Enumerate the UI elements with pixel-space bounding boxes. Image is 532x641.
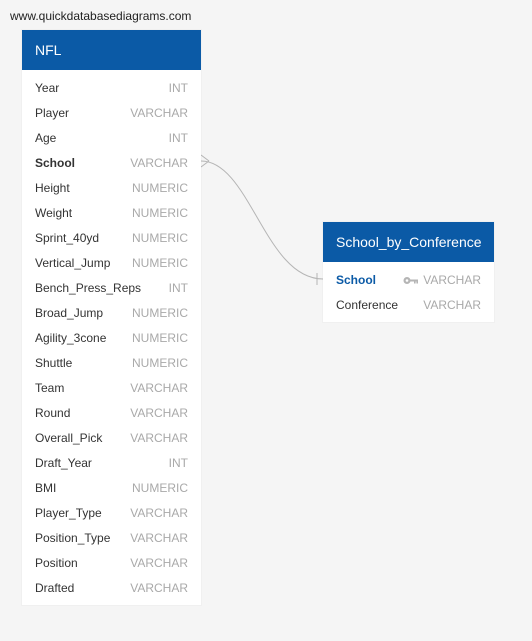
field-name: Year	[35, 81, 60, 95]
field-name: Agility_3cone	[35, 331, 107, 345]
field-name: School	[336, 273, 377, 287]
field-name: BMI	[35, 481, 57, 495]
field-row-player-type[interactable]: Player_Type VARCHAR	[22, 501, 201, 526]
field-name: Player	[35, 106, 70, 120]
field-type: VARCHAR	[130, 381, 188, 395]
field-name: Broad_Jump	[35, 306, 104, 320]
table-header[interactable]: School_by_Conference	[323, 222, 494, 262]
field-name: Draft_Year	[35, 456, 92, 470]
field-row-vertical-jump[interactable]: Vertical_Jump NUMERIC	[22, 251, 201, 276]
field-name: Player_Type	[35, 506, 102, 520]
watermark: www.quickdatabasediagrams.com	[10, 9, 192, 23]
field-type: VARCHAR	[130, 556, 188, 570]
field-name: Bench_Press_Reps	[35, 281, 142, 295]
field-type: INT	[168, 281, 188, 295]
field-type: VARCHAR	[423, 273, 481, 287]
field-row-weight[interactable]: Weight NUMERIC	[22, 201, 201, 226]
field-type: VARCHAR	[130, 431, 188, 445]
field-type: NUMERIC	[132, 306, 188, 320]
field-row-player[interactable]: Player VARCHAR	[22, 101, 201, 126]
field-type: NUMERIC	[132, 356, 188, 370]
field-name: Position	[35, 556, 78, 570]
field-type: VARCHAR	[130, 106, 188, 120]
field-type: NUMERIC	[132, 481, 188, 495]
field-name: School	[35, 156, 76, 170]
field-name: Sprint_40yd	[35, 231, 100, 245]
field-name: Round	[35, 406, 71, 420]
field-name: Position_Type	[35, 531, 111, 545]
field-name: Overall_Pick	[35, 431, 103, 445]
field-type: INT	[168, 81, 188, 95]
field-row-shuttle[interactable]: Shuttle NUMERIC	[22, 351, 201, 376]
field-type: NUMERIC	[132, 256, 188, 270]
field-name: Team	[35, 381, 65, 395]
field-row-bmi[interactable]: BMI NUMERIC	[22, 476, 201, 501]
crows-foot-bottom	[200, 160, 210, 168]
field-type: VARCHAR	[130, 531, 188, 545]
field-type: VARCHAR	[130, 506, 188, 520]
field-row-age[interactable]: Age INT	[22, 126, 201, 151]
field-row-broad-jump[interactable]: Broad_Jump NUMERIC	[22, 301, 201, 326]
field-row-draft-year[interactable]: Draft_Year INT	[22, 451, 201, 476]
field-name: Drafted	[35, 581, 75, 595]
field-row-team[interactable]: Team VARCHAR	[22, 376, 201, 401]
field-row-height[interactable]: Height NUMERIC	[22, 176, 201, 201]
field-row-school[interactable]: School VARCHAR	[22, 151, 201, 176]
field-row-school[interactable]: School VARCHAR	[323, 268, 494, 293]
crows-foot-top	[200, 154, 210, 162]
field-row-sprint-40yd[interactable]: Sprint_40yd NUMERIC	[22, 226, 201, 251]
field-type: VARCHAR	[130, 156, 188, 170]
field-type: VARCHAR	[423, 298, 481, 312]
field-row-year[interactable]: Year INT	[22, 76, 201, 101]
field-name: Age	[35, 131, 57, 145]
table-header[interactable]: NFL	[22, 30, 201, 70]
field-row-agility-3cone[interactable]: Agility_3cone NUMERIC	[22, 326, 201, 351]
field-row-conference[interactable]: Conference VARCHAR	[323, 293, 494, 318]
field-type: NUMERIC	[132, 331, 188, 345]
field-type: VARCHAR	[130, 406, 188, 420]
field-name: Vertical_Jump	[35, 256, 111, 270]
key-icon	[403, 277, 418, 284]
field-type: VARCHAR	[130, 581, 188, 595]
field-row-position-type[interactable]: Position_Type VARCHAR	[22, 526, 201, 551]
field-name: Conference	[336, 298, 399, 312]
field-type: NUMERIC	[132, 181, 188, 195]
field-type: INT	[168, 131, 188, 145]
field-row-position[interactable]: Position VARCHAR	[22, 551, 201, 576]
field-row-overall-pick[interactable]: Overall_Pick VARCHAR	[22, 426, 201, 451]
field-row-drafted[interactable]: Drafted VARCHAR	[22, 576, 201, 601]
table-school-by-conference[interactable]: School_by_Conference School VARCHAR Conf…	[323, 222, 494, 322]
field-row-round[interactable]: Round VARCHAR	[22, 401, 201, 426]
field-row-bench-press-reps[interactable]: Bench_Press_Reps INT	[22, 276, 201, 301]
field-type: NUMERIC	[132, 231, 188, 245]
field-name: Height	[35, 181, 70, 195]
field-name: Shuttle	[35, 356, 73, 370]
field-name: Weight	[35, 206, 73, 220]
field-type: NUMERIC	[132, 206, 188, 220]
field-type: INT	[168, 456, 188, 470]
